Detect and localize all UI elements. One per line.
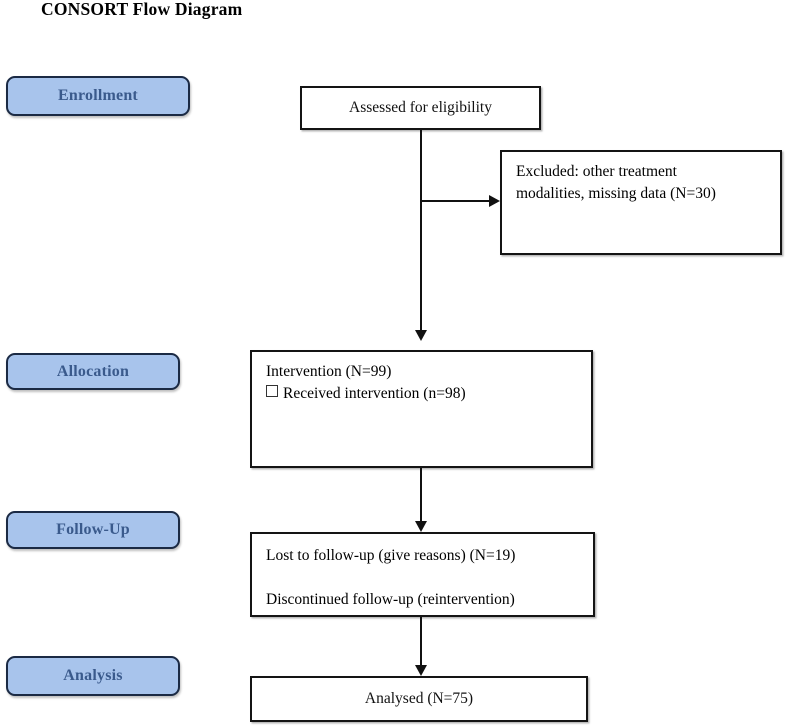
box-excluded: Excluded: other treatment modalities, mi…	[500, 150, 782, 255]
connector-excluded-line	[420, 200, 492, 202]
box-allocation-line-2: Received intervention (n=98)	[283, 385, 466, 402]
stage-badge-analysis: Analysis	[6, 656, 180, 696]
connector-followup-to-analysis-line	[420, 617, 422, 665]
box-analysed-text: Analysed (N=75)	[364, 689, 474, 707]
stage-badge-enrollment: Enrollment	[6, 76, 190, 116]
connector-allocation-to-followup-line	[420, 468, 422, 521]
box-excluded-line-2: modalities, missing data (N=30)	[516, 185, 716, 202]
box-followup-line-2: Discontinued follow-up (reintervention)	[266, 590, 515, 608]
connector-assessed-to-allocation-line	[420, 130, 422, 330]
box-followup-line-1: Lost to follow-up (give reasons) (N=19)	[266, 547, 516, 564]
box-assessed-text: Assessed for eligibility	[349, 98, 492, 116]
box-allocation-line-1: Intervention (N=99)	[266, 363, 392, 380]
box-excluded-line-1: Excluded: other treatment	[516, 163, 677, 180]
page-title: CONSORT Flow Diagram	[41, 0, 243, 19]
connector-excluded-arrowhead	[489, 195, 500, 207]
connector-assessed-to-allocation-arrowhead	[415, 330, 427, 341]
checkbox-bullet-icon	[266, 385, 278, 397]
stage-badge-allocation: Allocation	[6, 353, 180, 390]
stage-badge-followup: Follow-Up	[6, 511, 180, 549]
box-analysed: Analysed (N=75)	[250, 676, 588, 722]
connector-allocation-to-followup-arrowhead	[415, 521, 427, 532]
box-assessed-for-eligibility: Assessed for eligibility	[300, 86, 541, 130]
box-allocation-line-2-row: Received intervention (n=98)	[266, 383, 591, 405]
box-followup: Lost to follow-up (give reasons) (N=19) …	[250, 532, 595, 617]
connector-followup-to-analysis-arrowhead	[415, 665, 427, 676]
box-allocation-intervention: Intervention (N=99) Received interventio…	[250, 350, 593, 468]
